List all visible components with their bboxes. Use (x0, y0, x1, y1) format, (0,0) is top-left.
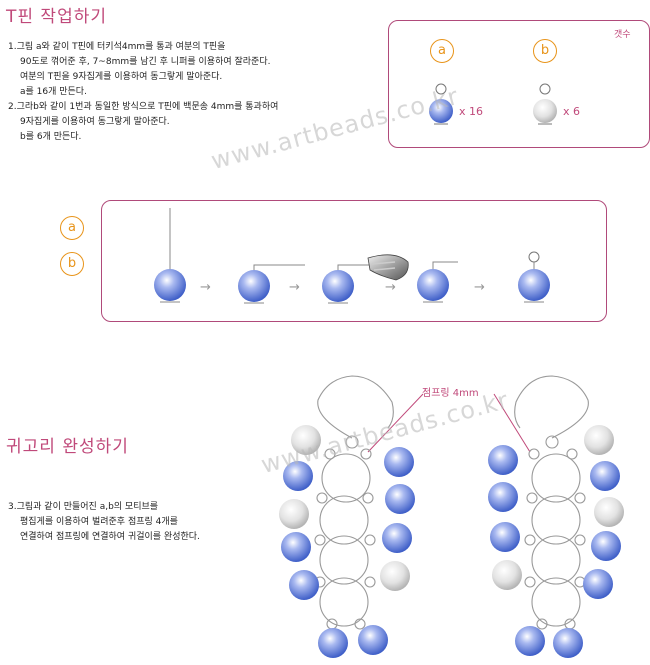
instruction-line: 1.그림 a와 같이 T핀에 터키석4mm를 통과 여분의 T핀을 (8, 42, 226, 52)
process-box (101, 200, 607, 322)
instruction-line: 90도로 꺾어준 후, 7~8mm를 남긴 후 니퍼를 이용하여 잘라준다. (20, 57, 271, 67)
jump-ring-pointer (367, 393, 424, 453)
earring-left-beads (279, 425, 415, 658)
section-title-t-pin: T핀 작업하기 (6, 7, 107, 27)
instruction-line: 2.그라b와 같이 1번과 동일한 방식으로 T핀에 백문송 4mm를 통과하여 (8, 102, 279, 112)
instruction-line: 연결하여 점프링에 연결하여 귀걸이를 완성한다. (20, 532, 200, 542)
badge-b: b (533, 39, 557, 63)
section-title-earring: 귀고리 완성하기 (6, 437, 129, 457)
instruction-line: 평집게를 이용하여 벌려준후 점프링 4개를 (20, 517, 178, 527)
instruction-line: b를 6개 만든다. (20, 132, 82, 142)
earring-left (314, 375, 394, 630)
process-step-2 (238, 264, 305, 304)
process-step-1 (154, 208, 186, 303)
process-step-5 (518, 251, 550, 303)
quantity-a: x 16 (459, 105, 484, 118)
process-step-3 (322, 254, 409, 304)
process-arrow: → (385, 280, 396, 295)
t-pin-instructions: 1.그림 a와 같이 T핀에 터키석4mm를 통과 여분의 T핀을 90도로 꺾… (8, 40, 278, 145)
earring-instructions: 3.그림과 같이 만들어진 a,b의 모티브를 평집게를 이용하여 벌려준후 점… (8, 500, 200, 545)
process-badge-b: b (60, 252, 84, 276)
bead-b-sample (533, 83, 557, 125)
badge-a: a (430, 39, 454, 63)
process-step-4 (417, 261, 458, 303)
bead-a-sample (429, 83, 453, 125)
earring-right (514, 375, 589, 630)
instruction-line: 여분의 T핀을 9자집게를 이용하여 동그랗게 말아준다. (20, 72, 223, 82)
count-box (388, 20, 650, 148)
instruction-line: 3.그림과 같이 만들어진 a,b의 모티브를 (8, 502, 159, 512)
process-arrow: → (474, 280, 485, 295)
jump-ring-pointer (493, 393, 531, 453)
count-label: 갯수 (614, 30, 631, 40)
process-badge-a: a (60, 216, 84, 240)
quantity-b: x 6 (563, 105, 581, 118)
instruction-line: a를 16개 만든다. (20, 87, 87, 97)
process-arrow: → (289, 280, 300, 295)
earring-right-beads (488, 425, 624, 658)
process-arrow: → (200, 280, 211, 295)
jump-ring-label: 점프링 4mm (422, 388, 479, 399)
instruction-line: 9자집게를 이용하여 동그랗게 말아준다. (20, 117, 170, 127)
